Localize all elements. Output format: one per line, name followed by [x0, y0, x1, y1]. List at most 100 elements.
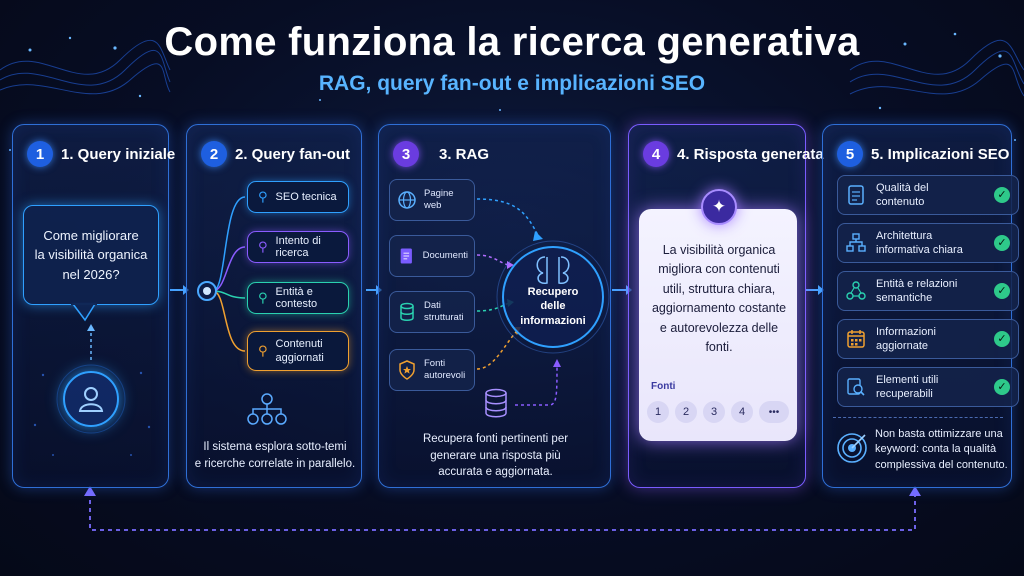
sitemap-icon	[846, 233, 866, 252]
retrieval-center-label: Recupero delle informazioni	[503, 285, 603, 328]
source-pill[interactable]: 1	[647, 401, 669, 423]
answer-card: La visibilità organica migliora con cont…	[639, 209, 797, 441]
check-icon: ✓	[994, 235, 1010, 251]
step-number-badge: 3	[393, 141, 419, 167]
globe-icon	[398, 191, 416, 209]
calendar-icon	[847, 330, 865, 348]
answer-line: aggiornamento costante	[651, 301, 787, 316]
check-icon: ✓	[994, 379, 1010, 395]
panel-rag: 3 3. RAG Recupero delle inform	[378, 124, 611, 488]
query-bubble-decor	[33, 302, 151, 456]
panel-title: 2. Query fan-out	[235, 145, 351, 163]
panel-query-fan-out: 2 2. Query fan-out ⚲ SEO tecnica ⚲ Inten…	[186, 124, 362, 488]
more-sources-pill[interactable]: •••	[759, 401, 789, 423]
answer-line: utili, struttura chiara,	[662, 281, 776, 296]
bubble-line: Come migliorare	[43, 227, 139, 243]
footer-line: complessiva del contenuto.	[875, 458, 1008, 471]
sparkle-icon: ✦	[701, 189, 737, 225]
bubble-line: la visibilità organica	[34, 247, 148, 263]
database-icon	[400, 302, 414, 321]
source-pill[interactable]: 4	[731, 401, 753, 423]
stack-icon	[485, 388, 507, 418]
caption-line: generare una risposta più	[430, 449, 561, 462]
chip-label: Intento di ricerca	[275, 235, 321, 259]
divider	[833, 417, 1003, 418]
panel-header: 1 1. Query iniziale	[27, 141, 175, 167]
sources-label: Fonti	[651, 381, 676, 392]
panel-header: 2 2. Query fan-out	[201, 141, 350, 167]
search-icon: ⚲	[258, 189, 268, 204]
panel-title: 1. Query iniziale	[61, 145, 176, 163]
check-icon: ✓	[994, 331, 1010, 347]
target-icon	[837, 433, 867, 463]
panel-header: 4 4. Risposta generata	[643, 141, 824, 167]
chip-label: SEO tecnica	[275, 191, 337, 203]
chip-label: Entità e contesto	[275, 286, 318, 310]
entities-icon	[846, 281, 866, 300]
chip-entita-e-contesto: ⚲ Entità e contesto	[247, 282, 349, 314]
check-icon: ✓	[994, 283, 1010, 299]
bubble-line: nel 2026?	[62, 266, 120, 282]
search-doc-icon	[847, 378, 865, 396]
caption-line: e ricerche correlate in parallelo.	[194, 457, 356, 470]
center-line: delle	[540, 300, 566, 313]
panel-title: 4. Risposta generata	[677, 145, 824, 163]
user-icon	[63, 371, 119, 427]
document-icon	[400, 248, 412, 264]
answer-line: e autorevolezza delle	[659, 320, 779, 335]
seo-footer-note: Non basta ottimizzare una keyword: conta…	[875, 427, 1011, 473]
panel-caption: Il sistema esplora sotto-temi e ricerche…	[191, 439, 359, 472]
brain-icon	[536, 256, 570, 284]
answer-line: fonti.	[705, 339, 733, 354]
page-title: Come funziona la ricerca generativa	[164, 20, 860, 64]
panel-caption: Recupera fonti pertinenti per generare u…	[383, 431, 608, 481]
panel-title: 5. Implicazioni SEO	[871, 145, 1010, 163]
caption-line: Recupera fonti pertinenti per	[422, 433, 569, 445]
source-pill[interactable]: 3	[703, 401, 725, 423]
search-icon: ⚲	[258, 239, 268, 254]
chip-seo-tecnica: ⚲ SEO tecnica	[247, 181, 349, 213]
footer-line: Non basta ottimizzare una	[875, 428, 1003, 440]
panel-title: 3. RAG	[439, 145, 490, 163]
footer-line: keyword: conta la qualità	[875, 443, 997, 456]
query-bubble: Come migliorare la visibilità organica n…	[23, 205, 159, 305]
answer-line: La visibilità organica	[662, 243, 776, 257]
fan-out-connectors	[197, 196, 287, 425]
shield-star-icon	[399, 360, 415, 380]
panel-query-iniziale: 1 1. Query iniziale Come migliorare la v…	[12, 124, 175, 488]
source-pill[interactable]: 2	[675, 401, 697, 423]
step-number-badge: 2	[201, 141, 227, 167]
document-icon	[848, 185, 864, 205]
caption-line: Il sistema esplora sotto-temi	[203, 441, 347, 453]
chip-label: Contenuti aggiornati	[275, 337, 324, 364]
source-documenti: Documenti	[389, 235, 475, 277]
search-icon: ⚲	[258, 290, 268, 305]
answer-line: migliora con contenuti	[658, 262, 780, 277]
check-icon: ✓	[994, 187, 1010, 203]
center-line: Recupero	[527, 286, 579, 298]
chip-contenuti-aggiornati: ⚲ Contenuti aggiornati	[247, 331, 349, 371]
source-pills: 1 2 3 4 •••	[647, 401, 789, 423]
chip-intento-di-ricerca: ⚲ Intento di ricerca	[247, 231, 349, 263]
answer-text: La visibilità organica migliora con cont…	[649, 241, 789, 357]
panel-header: 3 3. RAG	[393, 141, 489, 167]
step-number-badge: 1	[27, 141, 53, 167]
page-subtitle: RAG, query fan-out e implicazioni SEO	[318, 72, 706, 95]
